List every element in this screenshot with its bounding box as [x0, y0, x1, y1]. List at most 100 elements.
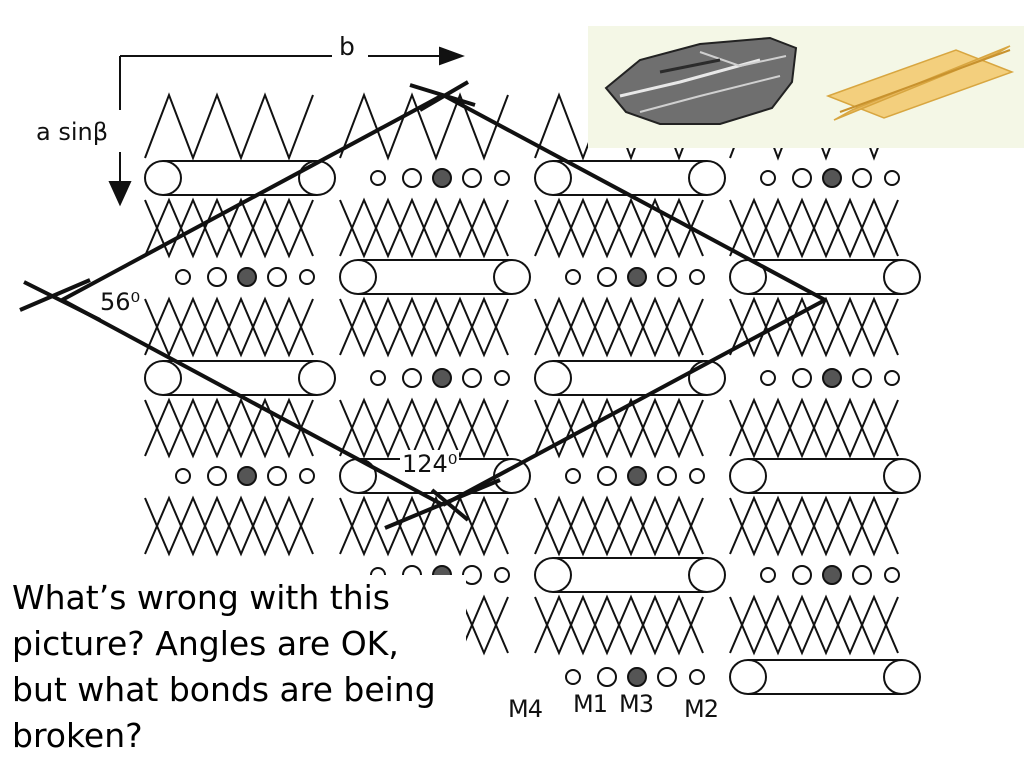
- cation: [689, 669, 705, 685]
- question-text: What’s wrong with this picture? Angles a…: [12, 575, 466, 759]
- cation: [494, 170, 510, 186]
- cation: [597, 667, 617, 687]
- cation: [175, 269, 191, 285]
- tetrahedra-up: [534, 594, 704, 656]
- tetrahedra-up: [339, 296, 509, 358]
- cation: [852, 168, 872, 188]
- shaded-cation: [627, 267, 647, 287]
- chain-end: [688, 160, 726, 196]
- cation: [852, 565, 872, 585]
- cation: [792, 368, 812, 388]
- tetrahedra-up: [729, 197, 899, 259]
- cation: [462, 368, 482, 388]
- chain-structure: [144, 92, 921, 695]
- shaded-cation: [237, 267, 257, 287]
- cation: [689, 468, 705, 484]
- tetrahedra-up: [729, 296, 899, 358]
- site-m1-label: M1: [573, 690, 608, 718]
- tetrahedra-up: [339, 397, 509, 459]
- tetrahedra-up: [534, 495, 704, 557]
- cation: [494, 567, 510, 583]
- cation: [565, 269, 581, 285]
- cation: [657, 267, 677, 287]
- chain-end: [729, 659, 767, 695]
- cation: [565, 669, 581, 685]
- cation: [792, 168, 812, 188]
- chain-end: [883, 458, 921, 494]
- axis-a-arrow: [108, 152, 132, 207]
- shaded-cation: [822, 565, 842, 585]
- chain-end: [339, 259, 377, 295]
- tetrahedra-up: [729, 594, 899, 656]
- chain-end: [534, 160, 572, 196]
- cation: [207, 267, 227, 287]
- cleavage-planes-icon: [825, 45, 1015, 121]
- tetrahedra-up: [729, 397, 899, 459]
- axis-b-label: b: [339, 32, 355, 61]
- cation: [597, 267, 617, 287]
- cation: [402, 168, 422, 188]
- cation: [370, 170, 386, 186]
- chain-end: [534, 360, 572, 396]
- cation: [462, 168, 482, 188]
- tetrahedra-up: [144, 296, 314, 358]
- cation: [792, 565, 812, 585]
- unit-cell-outline: [19, 80, 826, 530]
- cation: [689, 269, 705, 285]
- tetrahedra-up: [534, 397, 704, 459]
- tetrahedra-up: [729, 495, 899, 557]
- shaded-cation: [432, 168, 452, 188]
- tetrahedra-up: [534, 197, 704, 259]
- tetrahedra-top: [144, 92, 314, 161]
- cation: [760, 170, 776, 186]
- cation: [884, 370, 900, 386]
- cation: [267, 466, 287, 486]
- chain-end: [883, 659, 921, 695]
- chain-end: [298, 360, 336, 396]
- site-m2-label: M2: [684, 695, 719, 723]
- shaded-cation: [627, 466, 647, 486]
- cation: [175, 468, 191, 484]
- cation: [494, 370, 510, 386]
- amphibole-rock-sample-icon: [604, 36, 798, 125]
- tetrahedra-top: [339, 92, 509, 161]
- chain-end: [144, 360, 182, 396]
- cation: [884, 567, 900, 583]
- cation: [299, 269, 315, 285]
- cation: [207, 466, 227, 486]
- chain-end: [534, 557, 572, 593]
- cation: [657, 667, 677, 687]
- chain-end: [144, 160, 182, 196]
- cation: [370, 370, 386, 386]
- chain-end: [688, 557, 726, 593]
- axis-b-arrow: [119, 46, 465, 110]
- cation: [299, 468, 315, 484]
- chain-end: [688, 360, 726, 396]
- shaded-cation: [432, 368, 452, 388]
- cation: [565, 468, 581, 484]
- tetrahedra-up: [534, 296, 704, 358]
- cation: [402, 368, 422, 388]
- site-m4-label: M4: [508, 695, 543, 723]
- chain-end: [729, 458, 767, 494]
- cation: [267, 267, 287, 287]
- tetrahedra-up: [339, 197, 509, 259]
- tetrahedra-up: [144, 197, 314, 259]
- tetrahedra-up: [144, 495, 314, 557]
- cation: [657, 466, 677, 486]
- shaded-cation: [627, 667, 647, 687]
- cation: [852, 368, 872, 388]
- cation: [760, 567, 776, 583]
- cation: [760, 370, 776, 386]
- axis-a-label: a sinβ: [36, 118, 109, 146]
- cation: [884, 170, 900, 186]
- cation: [597, 466, 617, 486]
- tetrahedra-up: [339, 495, 509, 557]
- chain-end: [883, 259, 921, 295]
- shaded-cation: [822, 368, 842, 388]
- shaded-cation: [237, 466, 257, 486]
- site-m3-label: M3: [619, 690, 654, 718]
- shaded-cation: [822, 168, 842, 188]
- chain-end: [298, 160, 336, 196]
